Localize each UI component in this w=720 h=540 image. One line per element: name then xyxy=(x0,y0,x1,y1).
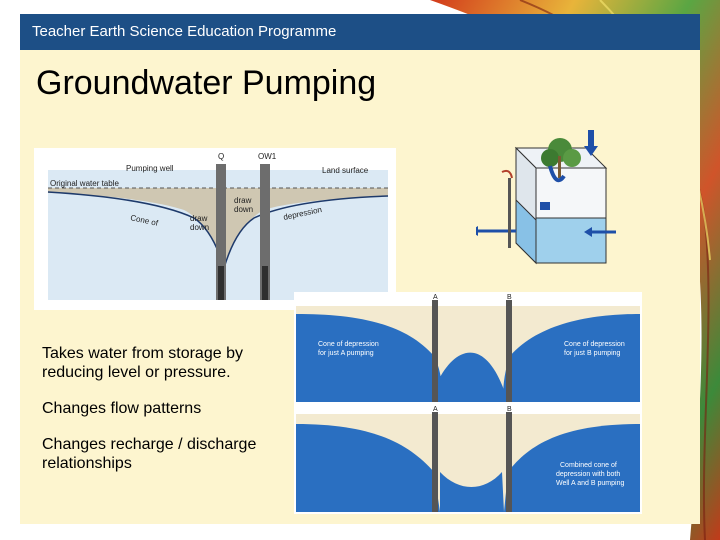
draw-label-right: draw xyxy=(234,196,252,205)
well-b-label-top: B xyxy=(507,294,512,301)
page-title: Groundwater Pumping xyxy=(36,64,377,102)
bullet-item: Changes recharge / discharge relationshi… xyxy=(42,436,257,472)
well-b-label-bottom: B xyxy=(507,406,512,413)
land-surface-label: Land surface xyxy=(322,166,369,175)
cone-a-line1: Cone of depression xyxy=(318,341,379,348)
down-label-right: down xyxy=(234,205,253,214)
bullet-item: Takes water from storage by reducing lev… xyxy=(42,345,243,381)
pumping-well-label: Pumping well xyxy=(126,164,174,173)
original-water-table-label: Original water table xyxy=(50,179,119,188)
cone-b-line1: Cone of depression xyxy=(564,341,625,348)
well-a-label-top: A xyxy=(433,294,438,301)
cone-ab-line1: Combined cone of xyxy=(560,462,617,469)
well-a-label-bottom: A xyxy=(433,406,438,413)
bullet-list: Takes water from storage by reducing lev… xyxy=(42,344,292,490)
header-bar: Teacher Earth Science Education Programm… xyxy=(20,14,700,50)
cone-of-depression-diagram: Q OW1 Pumping well Land surface Original… xyxy=(34,148,396,310)
cone-b-line2: for just B pumping xyxy=(564,350,621,357)
cone-a-line2: for just A pumping xyxy=(318,350,374,357)
cone-ab-line2: depression with both xyxy=(556,471,620,478)
two-wells-diagram: A B Cone of depression for just A pumpin… xyxy=(294,292,642,514)
bullet-item: Changes flow patterns xyxy=(42,400,202,417)
down-label-left: down xyxy=(190,223,209,232)
header-text: Teacher Earth Science Education Programm… xyxy=(32,23,337,40)
well-ow1-label: OW1 xyxy=(258,152,277,161)
well-q-label: Q xyxy=(218,152,224,161)
draw-label-left: draw xyxy=(190,214,208,223)
aquifer-block-diagram xyxy=(476,128,626,268)
cone-ab-line3: Well A and B pumping xyxy=(556,480,624,487)
